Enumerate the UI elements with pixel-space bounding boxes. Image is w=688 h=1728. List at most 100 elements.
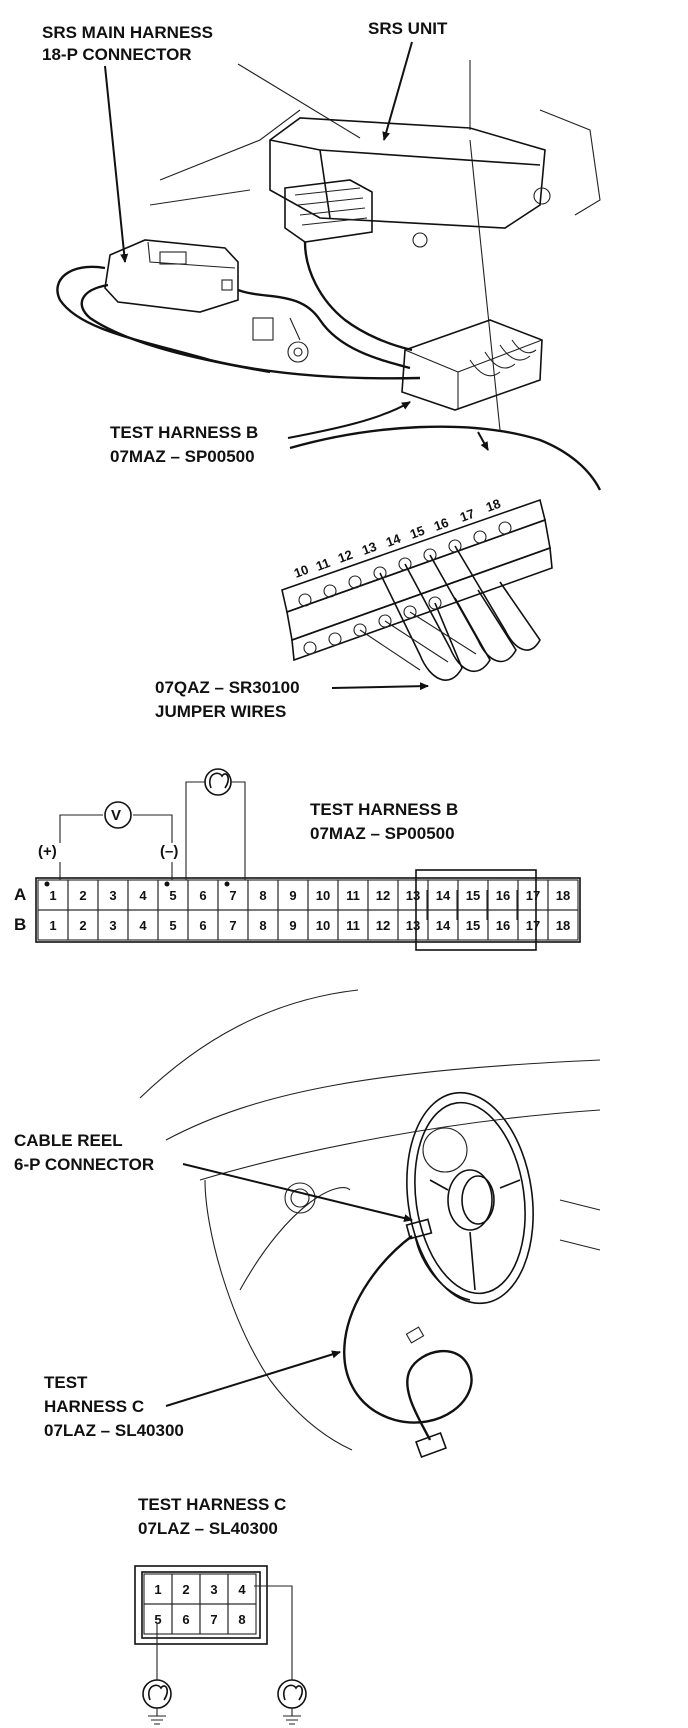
srs-unit-bolt xyxy=(533,187,551,205)
label-test-harness-b-line1: TEST HARNESS B xyxy=(110,423,258,442)
dash-line-2 xyxy=(165,1059,601,1141)
pin-label-a-7: 7 xyxy=(229,888,236,903)
test-harness-c-small-plug xyxy=(405,1326,425,1344)
cable-reel-connector xyxy=(405,1218,433,1240)
arrow-srs-unit xyxy=(382,41,413,141)
test-harness-c-cable xyxy=(343,1235,473,1441)
gauge-left xyxy=(284,1182,316,1214)
pin-label-b-1: 1 xyxy=(49,918,56,933)
label-jumper-line1: 07QAZ – SR30100 xyxy=(155,678,300,697)
ohm-symbol-left xyxy=(148,1684,168,1701)
detail-pin-holes xyxy=(298,521,512,655)
pin-label-b-6: 6 xyxy=(199,918,206,933)
svg-text:16: 16 xyxy=(432,515,451,534)
srs-unit-top-edge xyxy=(319,149,541,166)
steering-column xyxy=(414,1234,471,1301)
gauge-right xyxy=(422,1127,468,1173)
detail-curve xyxy=(289,425,602,491)
steering-spokes xyxy=(429,1179,521,1291)
pin-label-a-4: 4 xyxy=(139,888,147,903)
main-harness-tab xyxy=(221,279,233,291)
c-pin-label-5: 5 xyxy=(154,1612,161,1627)
c-pin-label-8: 8 xyxy=(238,1612,245,1627)
mount-bolt-center xyxy=(293,347,303,357)
probe-dot-a1 xyxy=(44,881,50,887)
arrow-main-harness xyxy=(104,65,129,263)
mount-clip xyxy=(252,317,274,341)
unit-connector-ribs xyxy=(294,187,368,226)
harness-wire-4 xyxy=(303,241,413,352)
harness-c-housing xyxy=(134,1565,268,1645)
label-test-c-line2: HARNESS C xyxy=(44,1397,144,1416)
dash-vent-lines xyxy=(559,1199,601,1251)
detail-jumper-wires xyxy=(359,545,541,681)
svg-text:15: 15 xyxy=(408,523,427,542)
steering-hub-inner xyxy=(461,1175,495,1225)
pin-label-a-12: 12 xyxy=(376,888,390,903)
dash-line-3 xyxy=(199,1109,601,1181)
main-harness-latch xyxy=(159,251,187,265)
detail-pin-numbers: 10 11 12 13 14 15 16 17 18 xyxy=(292,496,503,581)
arrow-cable-reel xyxy=(182,1163,413,1222)
pin-label-a-9: 9 xyxy=(289,888,296,903)
gauge-left-inner xyxy=(290,1188,310,1208)
ohm-symbol-right xyxy=(283,1684,303,1701)
label-test-c-line1: TEST xyxy=(44,1373,88,1392)
jumper-highlight-box xyxy=(415,869,537,951)
harness-c-face xyxy=(141,1571,261,1639)
pin-label-a-14: 14 xyxy=(436,888,451,903)
pin-label-b-3: 3 xyxy=(109,918,116,933)
svg-text:12: 12 xyxy=(336,547,355,566)
test-harness-b-box-edges xyxy=(404,339,543,410)
svg-text:14: 14 xyxy=(384,531,403,550)
ohmmeter-leads xyxy=(185,781,246,880)
pin-label-b-13: 13 xyxy=(406,918,420,933)
voltmeter-probe-lines xyxy=(59,862,173,880)
dash-line-1 xyxy=(139,989,359,1099)
pin-label-b-16: 16 xyxy=(496,918,510,933)
svg-text:17: 17 xyxy=(458,506,477,525)
voltmeter-leads xyxy=(59,814,173,843)
pin-label-a-18: 18 xyxy=(556,888,570,903)
pin-label-a-6: 6 xyxy=(199,888,206,903)
pin-label-b-10: 10 xyxy=(316,918,330,933)
c-pin-label-7: 7 xyxy=(210,1612,217,1627)
voltmeter-symbol: V xyxy=(111,807,121,824)
pin-label-a-13: 13 xyxy=(406,888,420,903)
panel-line-4 xyxy=(539,109,601,216)
main-harness-connector xyxy=(104,239,239,313)
probe-dot-a5 xyxy=(164,881,170,887)
pin-label-a-17: 17 xyxy=(526,888,540,903)
svg-text:18: 18 xyxy=(484,496,503,515)
figure-srs-unit: SRS MAIN HARNESS 18-P CONNECTOR SRS UNIT xyxy=(42,19,602,491)
chart-b-title-line2: 07MAZ – SP00500 xyxy=(310,824,455,843)
pin-label-a-10: 10 xyxy=(316,888,330,903)
dash-line-4 xyxy=(204,1179,353,1451)
srs-unit-body xyxy=(269,117,546,229)
pin-label-a-3: 3 xyxy=(109,888,116,903)
pin-label-b-5: 5 xyxy=(169,918,176,933)
test-harness-b-box xyxy=(401,319,543,411)
test-harness-b-jumpers-mini xyxy=(469,339,537,377)
label-cable-reel-line1: CABLE REEL xyxy=(14,1131,123,1150)
c-pin-label-6: 6 xyxy=(182,1612,189,1627)
label-jumper-line2: JUMPER WIRES xyxy=(155,702,286,721)
arrow-test-c xyxy=(165,1350,341,1407)
c-pin-cell-8 xyxy=(227,1603,257,1635)
svg-text:11: 11 xyxy=(314,555,332,574)
svg-text:10: 10 xyxy=(292,562,311,581)
steering-wheel-outer xyxy=(406,1091,534,1305)
pin-grid-frame xyxy=(35,877,581,943)
main-harness-connector-edge xyxy=(147,241,236,269)
pin-label-b-15: 15 xyxy=(466,918,480,933)
arrow-test-harness-b xyxy=(287,401,411,439)
probe-dot-a7 xyxy=(224,881,230,887)
pin-label-b-11: 11 xyxy=(346,918,360,933)
ohm-lead-right xyxy=(254,1585,293,1680)
voltmeter-icon xyxy=(104,801,132,829)
pin-label-a-16: 16 xyxy=(496,888,510,903)
panel-line-5 xyxy=(469,139,501,431)
